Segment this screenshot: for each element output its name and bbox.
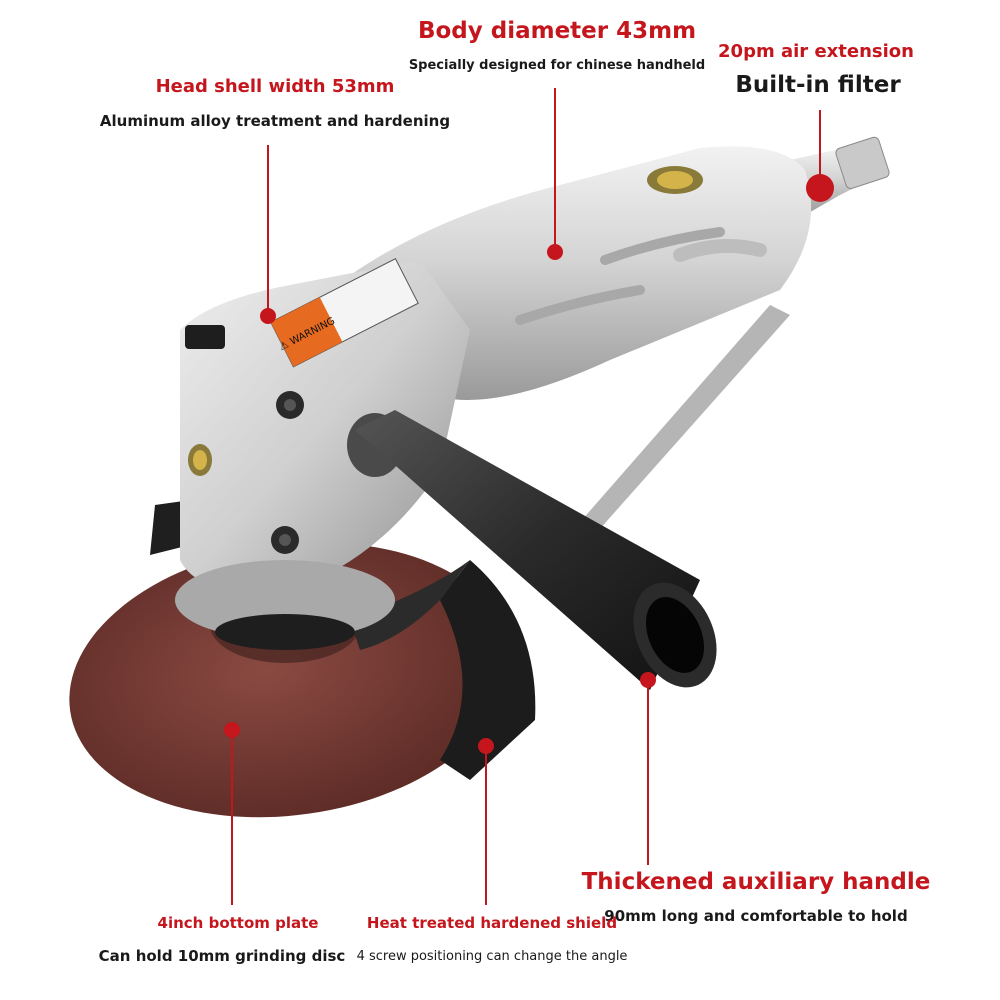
callout-plate-title: 4inch bottom plate — [157, 914, 319, 932]
marker-dot-body — [547, 244, 563, 260]
marker-dot-handle — [640, 672, 656, 688]
callout-air-desc: Built-in filter — [735, 72, 901, 98]
callout-handle-desc: 90mm long and comfortable to hold — [604, 907, 908, 925]
marker-dot-shield — [478, 738, 494, 754]
callout-shield-desc: 4 screw positioning can change the angle — [356, 949, 628, 964]
marker-dot-plate — [224, 722, 240, 738]
marker-dot-head — [260, 308, 276, 324]
callout-markers — [224, 88, 834, 905]
callout-body-title: Body diameter 43mm — [417, 18, 697, 44]
auxiliary-handle — [347, 410, 717, 690]
callout-air-title: 20pm air extension — [718, 41, 914, 62]
callout-plate-desc: Can hold 10mm grinding disc — [98, 947, 346, 965]
gear-head: ⚠ WARNING — [175, 258, 470, 650]
callout-body-desc: Specially designed for chinese handheld — [408, 58, 706, 73]
callout-shield-title: Heat treated hardened shield — [366, 914, 618, 932]
warning-label: ⚠ WARNING — [270, 258, 419, 368]
throttle-lever — [560, 305, 790, 545]
callout-handle-title: Thickened auxiliary handle — [581, 869, 931, 895]
callout-head-title: Head shell width 53mm — [155, 76, 395, 97]
callout-head-desc: Aluminum alloy treatment and hardening — [99, 112, 451, 130]
marker-dot-air — [806, 174, 834, 202]
